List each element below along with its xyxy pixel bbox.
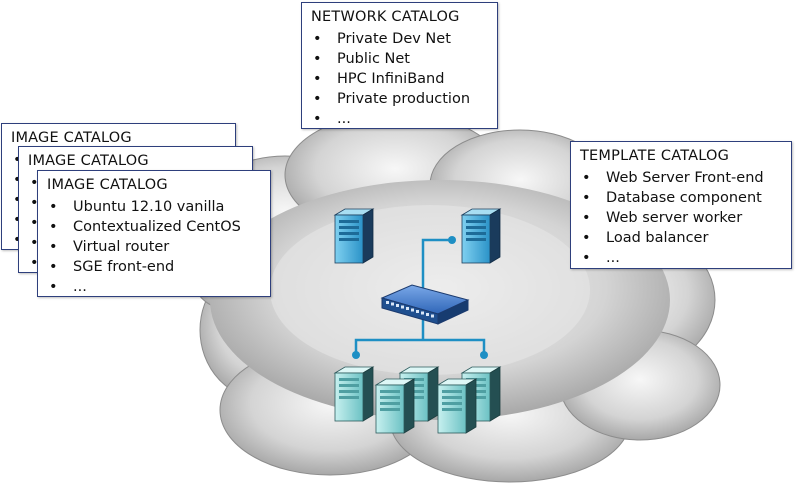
list-item: Private production bbox=[311, 89, 489, 109]
list-item: ... bbox=[311, 109, 489, 129]
server-icon bbox=[334, 366, 374, 422]
list-item: ... bbox=[47, 277, 262, 297]
list-item bbox=[28, 173, 244, 193]
list-item bbox=[11, 230, 227, 250]
list-item: Contextualized CentOS bbox=[47, 217, 262, 237]
link-endpoints bbox=[352, 236, 488, 359]
network-catalog: NETWORK CATALOG Private Dev Net Public N… bbox=[301, 2, 498, 129]
list-item bbox=[11, 190, 227, 210]
list-item: Load balancer bbox=[580, 228, 783, 248]
template-catalog-title: TEMPLATE CATALOG bbox=[580, 148, 730, 164]
image-catalog-title: IMAGE CATALOG bbox=[11, 130, 132, 146]
server-icon bbox=[375, 378, 415, 434]
list-item bbox=[11, 170, 227, 190]
image-catalog-title: IMAGE CATALOG bbox=[47, 177, 168, 193]
list-item bbox=[28, 213, 244, 233]
list-item bbox=[28, 233, 244, 253]
list-item: Virtual router bbox=[47, 237, 262, 257]
list-item: HPC InfiniBand bbox=[311, 69, 489, 89]
list-item bbox=[11, 150, 227, 170]
list-item bbox=[11, 210, 227, 230]
list-item: Private Dev Net bbox=[311, 29, 489, 49]
server-icon bbox=[461, 208, 501, 264]
list-item: Public Net bbox=[311, 49, 489, 69]
list-item: Ubuntu 12.10 vanilla bbox=[47, 197, 262, 217]
image-catalog-list bbox=[28, 173, 244, 273]
list-item: SGE front-end bbox=[47, 257, 262, 277]
template-catalog-list: Web Server Front-end Database component … bbox=[580, 168, 783, 268]
network-catalog-title: NETWORK CATALOG bbox=[311, 9, 460, 25]
image-catalog-list bbox=[11, 150, 227, 250]
template-catalog: TEMPLATE CATALOG Web Server Front-end Da… bbox=[570, 141, 792, 269]
image-catalog-front: IMAGE CATALOG Ubuntu 12.10 vanilla Conte… bbox=[37, 170, 271, 297]
list-item: Web server worker bbox=[580, 208, 783, 228]
network-catalog-list: Private Dev Net Public Net HPC InfiniBan… bbox=[311, 29, 489, 129]
list-item: Web Server Front-end bbox=[580, 168, 783, 188]
image-catalog-title: IMAGE CATALOG bbox=[28, 153, 149, 169]
list-item: Database component bbox=[580, 188, 783, 208]
list-item bbox=[28, 253, 244, 273]
image-catalog-list: Ubuntu 12.10 vanilla Contextualized Cent… bbox=[47, 197, 262, 297]
server-icon bbox=[437, 378, 477, 434]
list-item: ... bbox=[580, 248, 783, 268]
network-switch-icon bbox=[380, 284, 470, 325]
list-item bbox=[28, 193, 244, 213]
server-icon bbox=[334, 208, 374, 264]
